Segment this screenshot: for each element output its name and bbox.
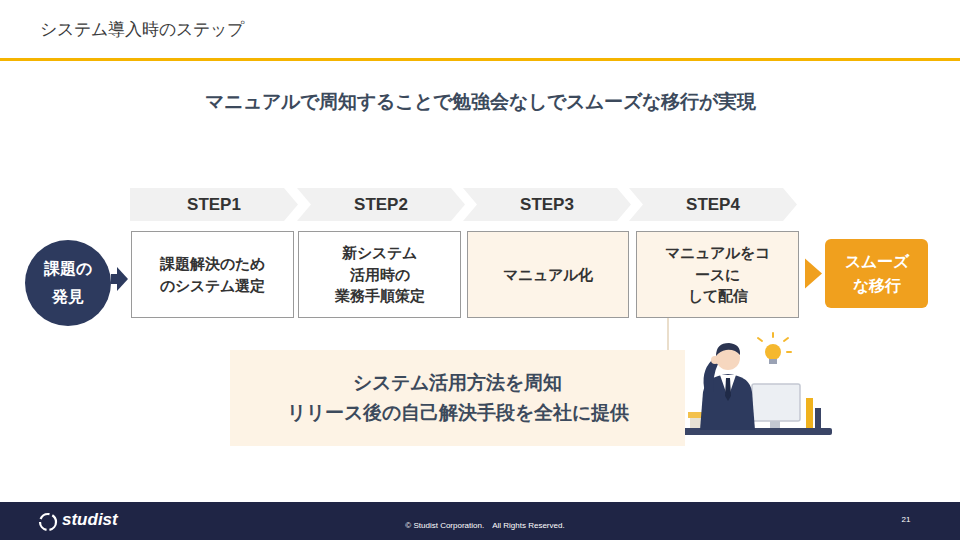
node-text: 課題解決のため のシステム選定 bbox=[153, 253, 273, 297]
connector-shaft bbox=[111, 274, 117, 284]
connector bbox=[805, 259, 822, 289]
process-box: マニュアルをコ ースに して配信 bbox=[636, 231, 799, 318]
page-number: 21 bbox=[896, 515, 916, 524]
logo-text: studist bbox=[62, 510, 118, 530]
process-box: 新システム 活用時の 業務手順策定 bbox=[298, 231, 461, 318]
node-text: システム活用方法を周知 bbox=[353, 368, 562, 398]
bottle bbox=[806, 398, 813, 428]
key-message: マニュアルで周知することで勉強会なしでスムーズな移行が実現 bbox=[0, 89, 960, 115]
node-text: 新システム 活用時の 業務手順策定 bbox=[330, 242, 430, 307]
step-band: STEP1 bbox=[130, 188, 298, 221]
chevron-fill bbox=[130, 188, 298, 221]
lightbulb-base bbox=[769, 359, 777, 364]
office-worker-illustration bbox=[670, 330, 850, 445]
tie bbox=[725, 378, 731, 401]
monitor bbox=[752, 384, 800, 421]
lightbulb bbox=[765, 344, 781, 360]
lightbulb-rays bbox=[758, 333, 791, 352]
node-text: 課題の 発見 bbox=[38, 255, 98, 311]
step-band: STEP4 bbox=[629, 188, 797, 221]
step-band: STEP2 bbox=[297, 188, 465, 221]
ray bbox=[784, 338, 788, 341]
callout-box: システム活用方法を周知リリース後の自己解決手段を全社に提供 bbox=[230, 350, 685, 446]
node-text: STEP4 bbox=[686, 195, 740, 215]
slide-title: システム導入時のステップ bbox=[40, 18, 244, 41]
copyright: © Studist Corporation. All Rights Reserv… bbox=[0, 520, 960, 531]
connector bbox=[111, 267, 128, 291]
node-text: STEP3 bbox=[520, 195, 574, 215]
start-circle: 課題の 発見 bbox=[25, 240, 111, 326]
node-text: リリース後の自己解決手段を全社に提供 bbox=[287, 398, 629, 428]
process-box: 課題解決のため のシステム選定 bbox=[131, 231, 294, 318]
chevron-fill bbox=[463, 188, 631, 221]
node-text: マニュアル化 bbox=[503, 264, 593, 286]
logo-ring bbox=[37, 511, 59, 533]
chevron-fill bbox=[629, 188, 797, 221]
bottle bbox=[815, 408, 821, 428]
raised-arm bbox=[704, 360, 718, 392]
arrow-head bbox=[117, 267, 128, 291]
logo-ring-arc bbox=[40, 514, 56, 530]
ray bbox=[787, 351, 791, 353]
chevron-fill bbox=[297, 188, 465, 221]
step-band: STEP3 bbox=[463, 188, 631, 221]
arrow-head bbox=[805, 259, 822, 289]
header-rule bbox=[0, 58, 960, 61]
monitor-stand bbox=[770, 421, 780, 428]
node-text: STEP2 bbox=[354, 195, 408, 215]
ray bbox=[758, 338, 762, 341]
node-text: STEP1 bbox=[187, 195, 241, 215]
connector bbox=[668, 318, 669, 350]
node-text: マニュアルをコ ースに して配信 bbox=[664, 242, 772, 307]
hair bbox=[716, 343, 740, 356]
process-box: マニュアル化 bbox=[467, 231, 629, 318]
result-box: スムーズ な移行 bbox=[825, 239, 928, 308]
node-text: スムーズ な移行 bbox=[837, 250, 917, 298]
connector-line bbox=[667, 318, 669, 350]
ray bbox=[772, 333, 774, 337]
